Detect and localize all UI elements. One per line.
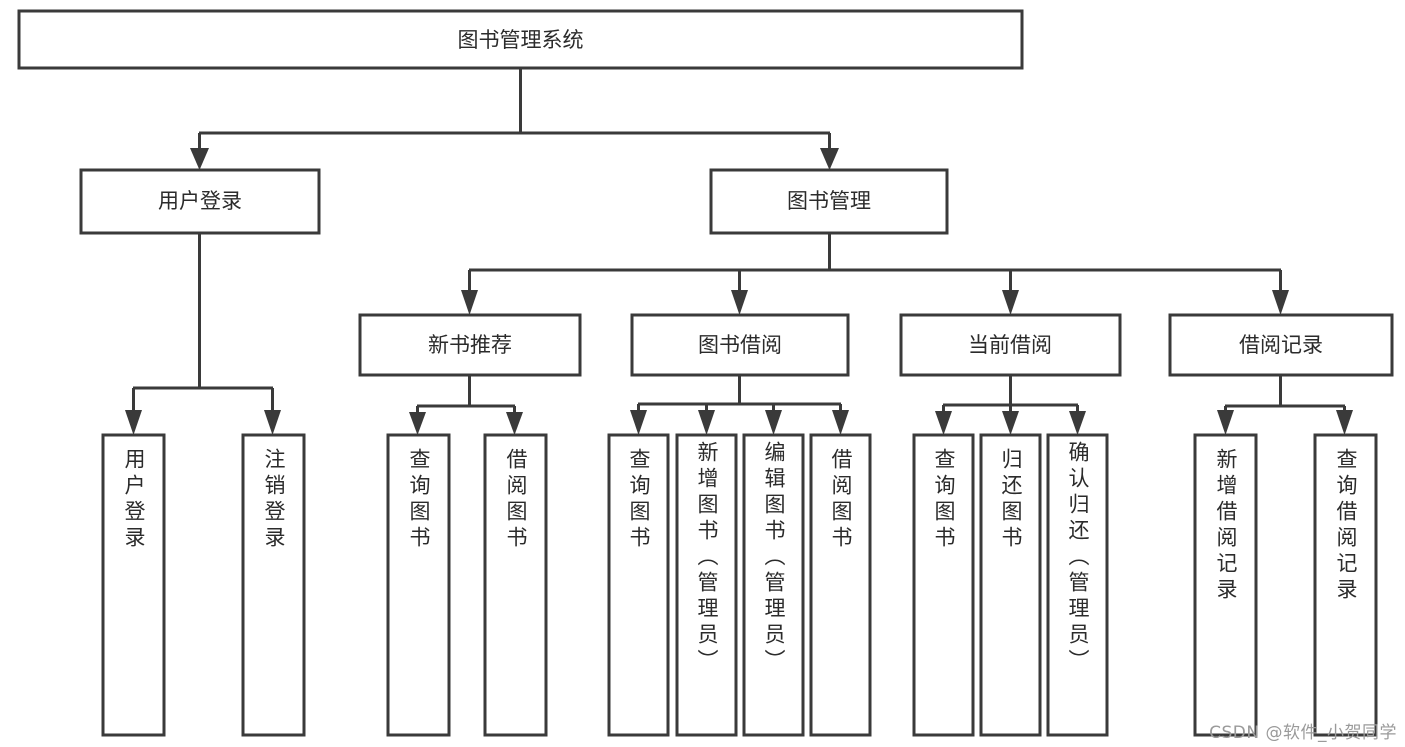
node-leaf-confirm-return[interactable]: [1046, 433, 1109, 737]
connector-layer: [125, 68, 1353, 435]
arrow-head-leaf-borrow-book-2: [832, 410, 849, 435]
arrow-head-leaf-borrow-book-1: [506, 412, 523, 435]
arrow-head-leaf-add-book: [698, 410, 715, 435]
node-new-book-recommend[interactable]: [358, 313, 582, 377]
node-borrow-record[interactable]: [1168, 313, 1394, 377]
node-leaf-add-record[interactable]: [1193, 433, 1258, 737]
node-current-borrow-label: 当前借阅: [968, 333, 1052, 357]
node-leaf-edit-book[interactable]: [742, 433, 805, 737]
arrow-head-book-manage: [820, 148, 839, 170]
arrow-head-leaf-query-record: [1336, 410, 1353, 435]
node-root-label: 图书管理系统: [458, 28, 584, 52]
node-book-manage[interactable]: [709, 168, 949, 235]
arrow-head-leaf-return-book: [1002, 411, 1019, 435]
arrow-head-leaf-query-book-3: [935, 411, 952, 435]
node-leaf-add-book[interactable]: [675, 433, 738, 737]
node-user-login[interactable]: [79, 168, 321, 235]
node-leaf-query-book-1[interactable]: [386, 433, 451, 737]
node-leaf-borrow-book-1[interactable]: [483, 433, 548, 737]
node-user-login-label: 用户登录: [158, 189, 242, 213]
arrow-head-leaf-user-login: [125, 410, 142, 435]
node-leaf-user-login[interactable]: [101, 433, 166, 737]
arrow-head-leaf-confirm-return: [1069, 411, 1086, 435]
node-root[interactable]: [17, 9, 1024, 70]
arrow-head-borrow-record: [1272, 290, 1289, 315]
node-leaf-logout[interactable]: [241, 433, 306, 737]
node-leaf-query-book-3[interactable]: [912, 433, 975, 737]
node-book-borrow-label: 图书借阅: [698, 333, 782, 357]
arrow-head-leaf-query-book-2: [630, 410, 647, 435]
node-new-book-recommend-label: 新书推荐: [428, 333, 512, 357]
arrow-head-current-borrow: [1002, 290, 1019, 315]
node-book-manage-label: 图书管理: [787, 189, 871, 213]
arrow-head-user-login: [190, 148, 209, 170]
arrow-head-leaf-edit-book: [765, 410, 782, 435]
node-current-borrow[interactable]: [899, 313, 1122, 377]
arrow-head-leaf-logout: [264, 410, 281, 435]
node-borrow-record-label: 借阅记录: [1239, 333, 1323, 357]
arrow-head-new-book-recommend: [461, 290, 478, 315]
node-leaf-borrow-book-2[interactable]: [809, 433, 872, 737]
node-layer: 图书管理系统 用户登录 图书管理 新书推荐 图书借阅 当前借阅 借阅记录: [17, 9, 1394, 737]
arrow-head-leaf-query-book-1: [409, 412, 426, 435]
watermark: CSDN @软件_小贺同学: [1209, 723, 1397, 743]
arrow-head-book-borrow: [731, 290, 748, 315]
arrow-head-leaf-add-record: [1217, 410, 1234, 435]
node-leaf-return-book[interactable]: [979, 433, 1042, 737]
node-book-borrow[interactable]: [630, 313, 850, 377]
node-leaf-query-record[interactable]: [1313, 433, 1378, 737]
node-leaf-query-book-2[interactable]: [607, 433, 670, 737]
